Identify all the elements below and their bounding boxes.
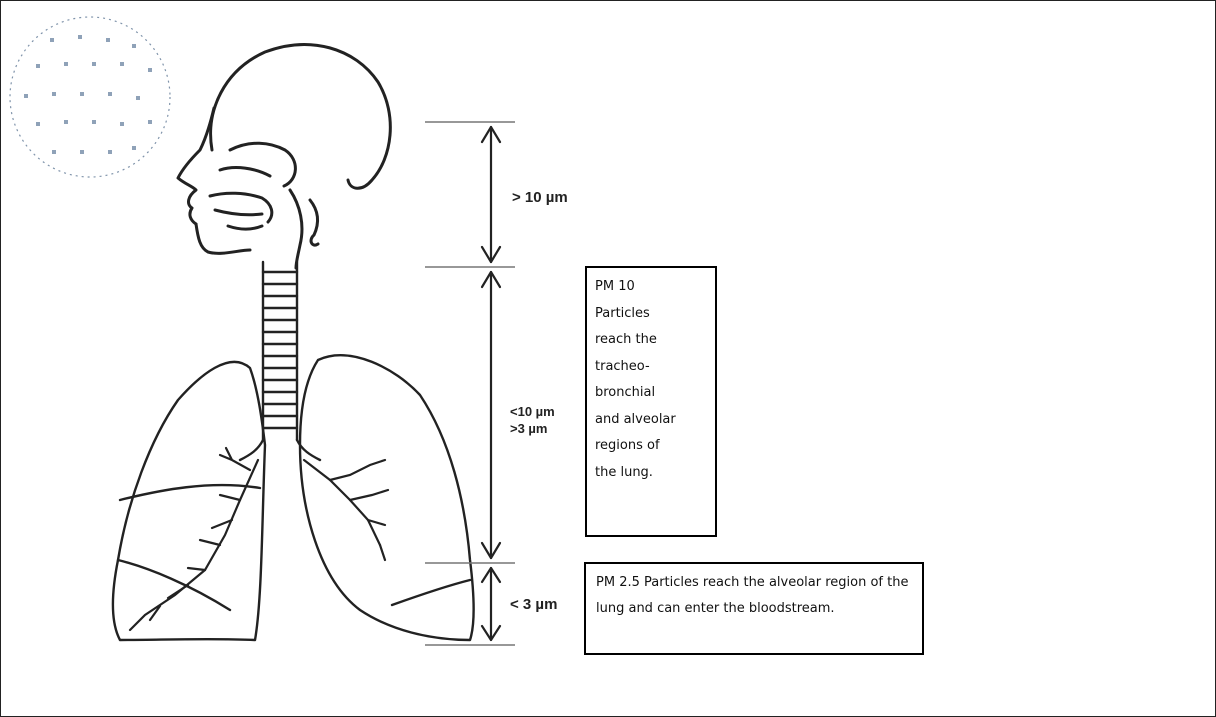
pm10-line: PM 10	[595, 274, 707, 301]
trachea	[240, 262, 320, 460]
dotted-stamp-decoration	[10, 17, 170, 177]
label-below-3um: < 3 µm	[510, 597, 557, 613]
arrow-3-to-10um	[482, 272, 500, 558]
arrow-above-10um	[482, 127, 500, 262]
arrow-below-3um	[482, 568, 500, 640]
pm10-line: and alveolar	[595, 407, 707, 434]
label-below-10um: <10 µm	[510, 404, 555, 420]
pm10-line: tracheo-	[595, 354, 707, 381]
label-above-3um: >3 µm	[510, 421, 547, 437]
pm10-note-box: PM 10 Particles reach the tracheo- bronc…	[585, 266, 717, 537]
pm10-line: the lung.	[595, 460, 707, 487]
label-above-10um: > 10 µm	[512, 190, 568, 206]
pm10-line: reach the	[595, 327, 707, 354]
lungs	[113, 355, 474, 640]
pm25-text: PM 2.5 Particles reach the alveolar regi…	[596, 575, 908, 616]
pm10-line: bronchial	[595, 380, 707, 407]
pm25-note-box: PM 2.5 Particles reach the alveolar regi…	[584, 562, 924, 655]
head-outline	[178, 45, 390, 268]
pm10-line: regions of	[595, 433, 707, 460]
pm10-line: Particles	[595, 301, 707, 328]
